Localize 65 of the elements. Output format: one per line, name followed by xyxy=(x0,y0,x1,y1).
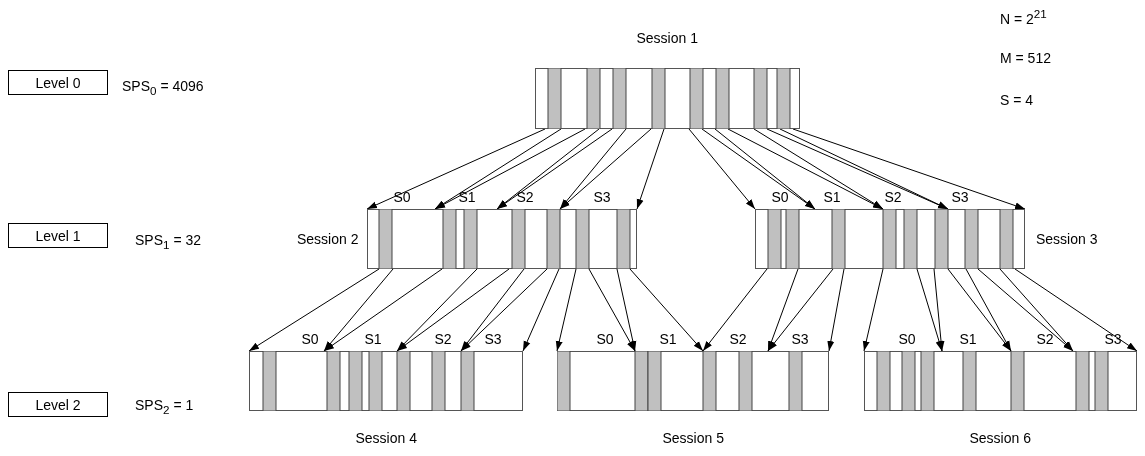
level-box: Level 2 xyxy=(8,392,108,417)
arrow xyxy=(727,128,884,210)
annotation-text: S2 xyxy=(434,331,452,347)
session-label: Session 6 xyxy=(969,430,1031,446)
arrow xyxy=(827,268,845,352)
level-box: Level 1 xyxy=(8,223,108,248)
arrow xyxy=(916,268,943,352)
annotation-text: SPS$_{0}$ = 4096 xyxy=(122,78,204,99)
arrow xyxy=(588,268,636,352)
arrow xyxy=(999,268,1074,352)
session-label: Session 4 xyxy=(355,430,417,446)
annotation-text: S2 xyxy=(1036,331,1054,347)
annotation-text: S3 xyxy=(951,189,969,205)
annotation-text: S = 4 xyxy=(1000,92,1034,108)
arrow xyxy=(792,128,1026,210)
annotation-text: S0 xyxy=(393,189,411,205)
annotation-text: SPS$_{1}$ = 32 xyxy=(135,232,202,253)
arrow xyxy=(248,268,380,352)
annotation-text: S0 xyxy=(898,331,916,347)
arrow xyxy=(688,128,756,210)
arrow xyxy=(629,268,704,352)
annotation-text: S2 xyxy=(729,331,747,347)
arrow xyxy=(366,128,546,210)
annotation-text: M = 512 xyxy=(1000,50,1051,66)
annotation-text: S1 xyxy=(659,331,677,347)
arrow xyxy=(933,268,945,352)
session-label: Session 1 xyxy=(636,30,698,46)
annotation-text: S1 xyxy=(823,189,841,205)
annotation-text: SPS$_{2}$ = 1 xyxy=(135,397,194,418)
arrow xyxy=(965,268,1012,352)
arrow xyxy=(636,128,665,210)
session-label: Session 2 xyxy=(297,231,359,247)
arrow xyxy=(559,128,652,210)
arrow xyxy=(434,128,586,210)
annotation-text: S3 xyxy=(791,331,809,347)
annotation-text: S2 xyxy=(516,189,534,205)
arrow xyxy=(522,268,560,352)
annotation-text: N = 2$^{21}$ xyxy=(1000,6,1047,27)
annotation-text: S0 xyxy=(771,189,789,205)
annotation-text: S3 xyxy=(484,331,502,347)
arrow xyxy=(1014,268,1138,352)
annotation-text: S1 xyxy=(458,189,476,205)
session-label: Session 3 xyxy=(1036,231,1098,247)
arrow xyxy=(767,268,799,352)
arrow xyxy=(460,268,525,352)
arrow xyxy=(323,268,443,352)
arrow xyxy=(702,268,768,352)
arrow xyxy=(767,268,834,352)
arrow xyxy=(323,268,394,352)
annotation-text: S2 xyxy=(884,189,902,205)
arrow xyxy=(753,128,884,210)
arrow xyxy=(555,268,577,352)
annotation-text: S1 xyxy=(364,331,382,347)
arrow xyxy=(460,268,548,352)
arrow xyxy=(862,268,884,352)
annotation-text: S3 xyxy=(593,189,611,205)
arrow xyxy=(616,268,637,352)
level-box: Level 0 xyxy=(8,70,108,95)
annotation-text: S0 xyxy=(596,331,614,347)
arrow xyxy=(396,268,478,352)
annotation-text: S0 xyxy=(301,331,319,347)
session-label: Session 5 xyxy=(662,430,724,446)
annotation-text: S3 xyxy=(1104,331,1122,347)
arrow xyxy=(396,268,510,352)
annotation-text: S1 xyxy=(959,331,977,347)
